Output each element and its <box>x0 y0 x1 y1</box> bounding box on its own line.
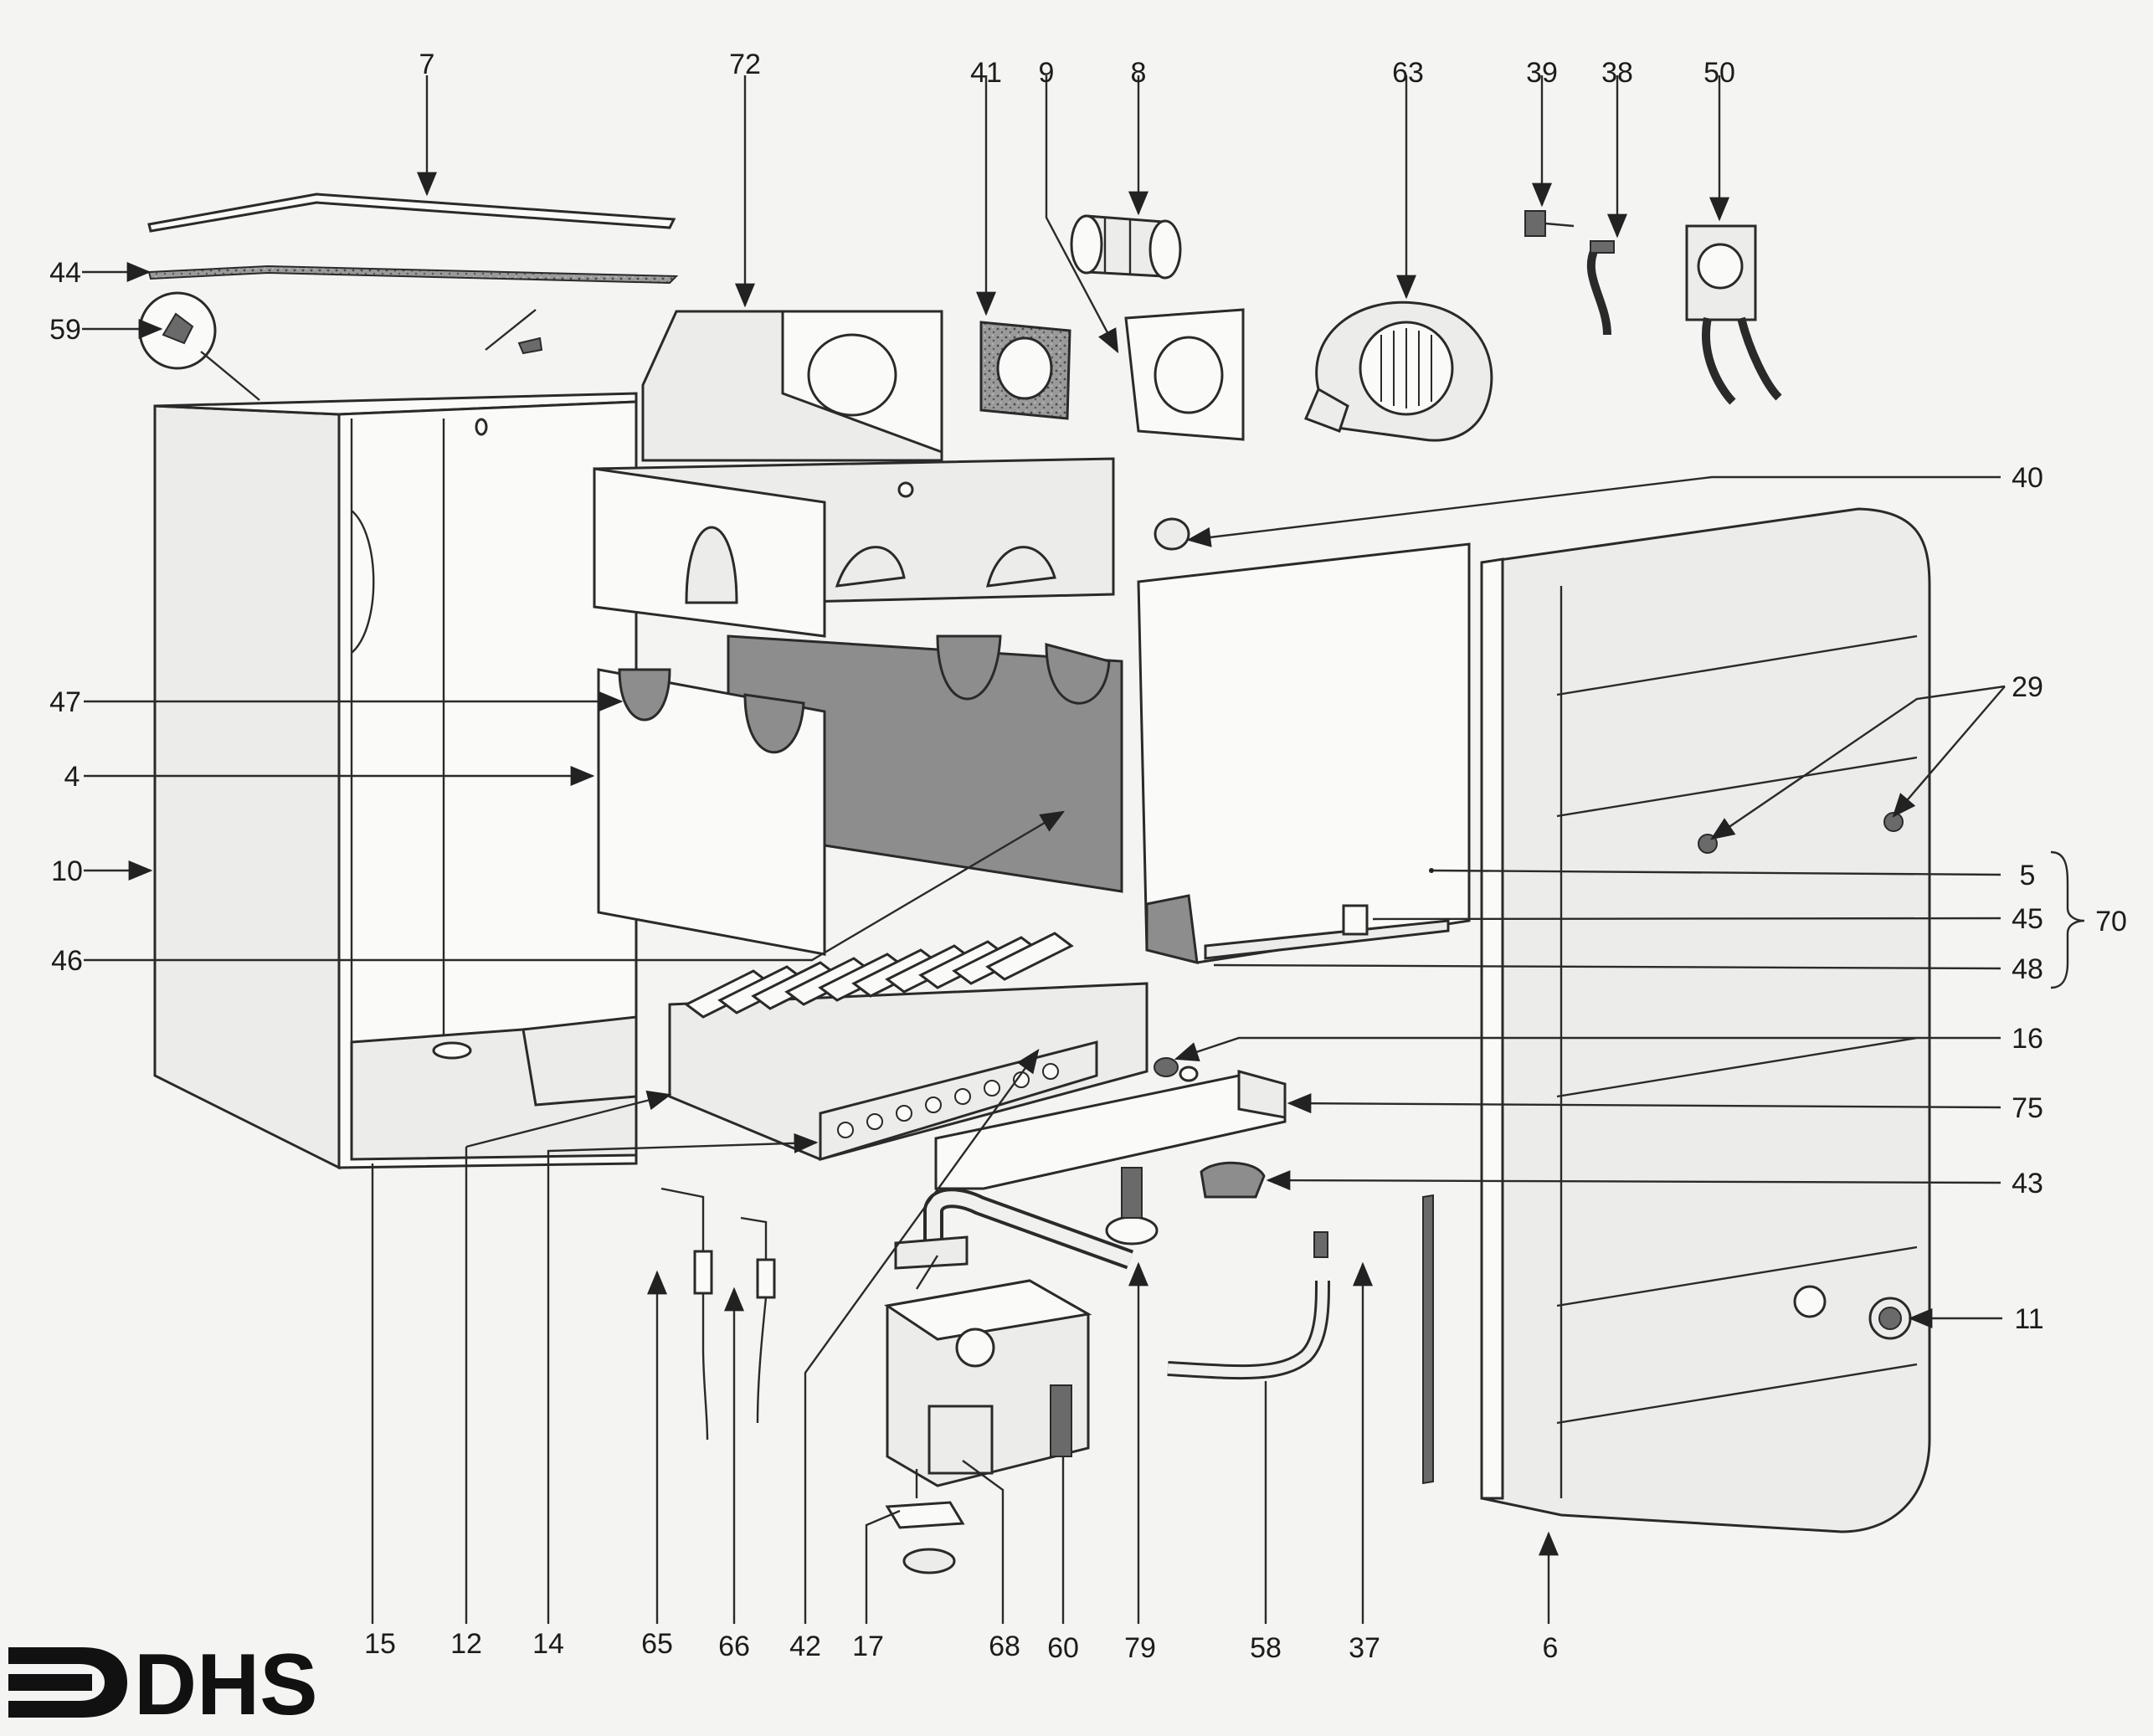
callout-60: 60 <box>1047 1632 1079 1664</box>
callout-58: 58 <box>1250 1632 1282 1664</box>
part-sensor <box>1524 210 1575 237</box>
callout-50: 50 <box>1703 57 1735 89</box>
callout-68: 68 <box>989 1631 1020 1662</box>
callout-38: 38 <box>1601 57 1633 89</box>
callout-40: 40 <box>2012 462 2043 494</box>
part-flue-pipe <box>1070 214 1182 280</box>
callout-70: 70 <box>2095 906 2127 937</box>
callout-59: 59 <box>49 314 81 346</box>
callout-72: 72 <box>729 49 761 80</box>
callout-16: 16 <box>2012 1023 2043 1055</box>
part-pressure-switch <box>1685 224 1782 405</box>
part-flue-flange <box>1124 308 1245 441</box>
callout-14: 14 <box>532 1628 564 1660</box>
part-flue-gasket <box>979 321 1071 420</box>
callout-43: 43 <box>2012 1168 2043 1199</box>
part-knob <box>1154 517 1190 551</box>
part-inner-door <box>1137 542 1471 964</box>
part-fan <box>1304 300 1493 442</box>
part-front-door <box>1422 507 1931 1533</box>
callout-79: 79 <box>1124 1632 1156 1664</box>
part-casing <box>153 309 638 1170</box>
part-pilot-bracket <box>934 1070 1287 1190</box>
callout-8: 8 <box>1131 57 1147 89</box>
callout-15: 15 <box>364 1628 396 1660</box>
part-hose <box>1167 1280 1330 1380</box>
leader-lines <box>82 75 2006 1624</box>
callout-labels: 7 72 41 9 8 63 39 38 50 44 59 40 47 29 4… <box>49 49 2127 1664</box>
callout-44: 44 <box>49 257 81 289</box>
part-clip-detail <box>138 291 260 401</box>
callout-12: 12 <box>450 1628 482 1660</box>
part-sensing-electrode <box>740 1216 776 1424</box>
part-sensing-tube <box>1586 240 1615 336</box>
callout-46: 46 <box>51 945 83 977</box>
part-top-gasket <box>147 265 679 285</box>
part-burner-assembly <box>522 932 1148 1162</box>
callout-4: 4 <box>64 761 80 793</box>
part-grommet <box>1200 1161 1266 1199</box>
part-pilot-fitting <box>1154 1057 1199 1082</box>
callout-75: 75 <box>2012 1092 2043 1124</box>
callout-39: 39 <box>1526 57 1558 89</box>
callout-10: 10 <box>51 855 83 887</box>
callout-66: 66 <box>718 1631 750 1662</box>
part-combustion-chamber <box>597 634 1123 956</box>
part-flue-hood <box>593 310 1115 638</box>
part-gas-valve <box>884 1235 1092 1574</box>
callout-11: 11 <box>2014 1303 2043 1335</box>
callout-37: 37 <box>1349 1632 1380 1664</box>
dhs-logo-mark <box>8 1647 127 1718</box>
callout-41: 41 <box>970 57 1002 89</box>
bracket-70 <box>2050 850 2085 989</box>
callout-42: 42 <box>789 1631 821 1662</box>
part-top-cover <box>147 193 676 233</box>
callout-5: 5 <box>2020 860 2036 891</box>
dhs-logo: DHS <box>8 1636 318 1733</box>
part-gas-pipe <box>923 1167 1159 1270</box>
callout-63: 63 <box>1392 57 1424 89</box>
callout-17: 17 <box>852 1631 884 1662</box>
callout-48: 48 <box>2012 953 2043 985</box>
dhs-logo-text: DHS <box>134 1636 318 1733</box>
part-ignition-electrode <box>660 1187 713 1441</box>
callout-65: 65 <box>641 1628 673 1660</box>
callout-45: 45 <box>2012 903 2043 935</box>
callout-9: 9 <box>1039 57 1055 89</box>
callout-7: 7 <box>419 49 435 80</box>
part-nipple <box>1313 1231 1328 1258</box>
callout-6: 6 <box>1543 1632 1559 1664</box>
callout-29: 29 <box>2012 671 2043 703</box>
callout-47: 47 <box>49 686 81 718</box>
